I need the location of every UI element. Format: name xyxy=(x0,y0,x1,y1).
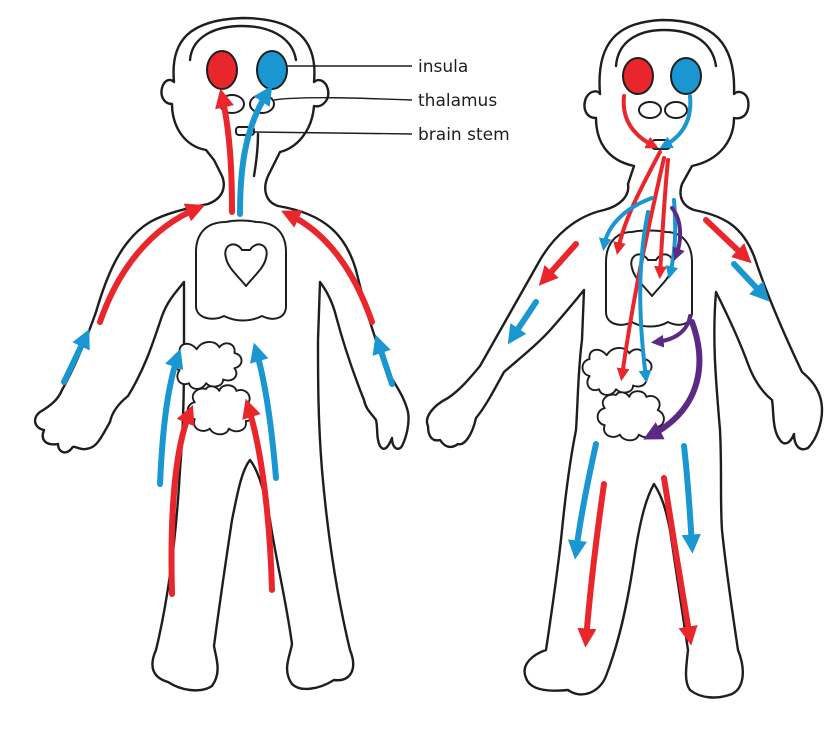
right-thalamus-right xyxy=(665,102,687,118)
right-insula-blue xyxy=(671,58,701,94)
left-insula-blue xyxy=(257,51,287,89)
insula-label: insula xyxy=(418,57,468,77)
right-insula-red xyxy=(623,58,653,94)
right-figure xyxy=(427,20,822,697)
left-insula-red xyxy=(207,51,237,89)
right-thalamus-left xyxy=(639,102,661,118)
brain-stem-label: brain stem xyxy=(418,125,510,145)
left-figure: insula thalamus brain stem xyxy=(35,18,510,690)
thalamus-label: thalamus xyxy=(418,91,497,111)
